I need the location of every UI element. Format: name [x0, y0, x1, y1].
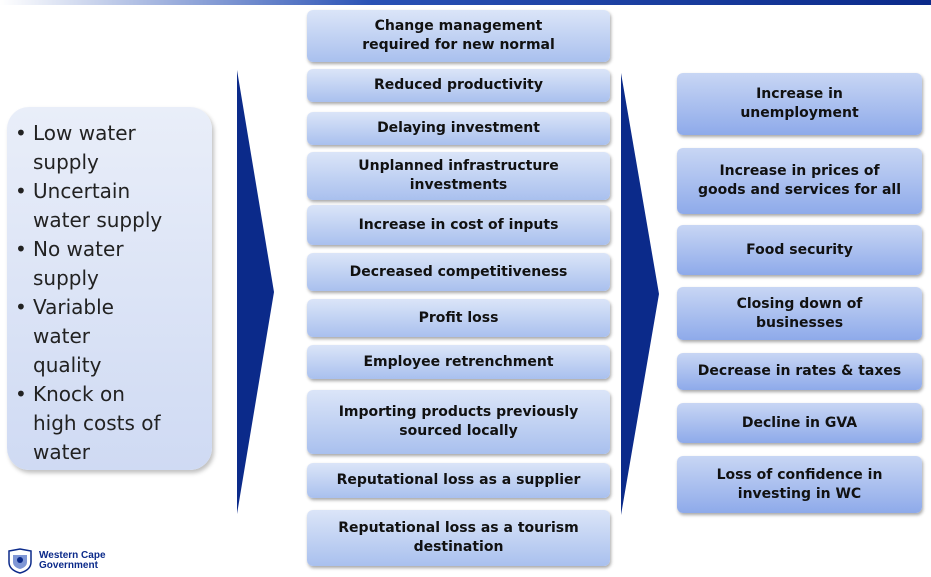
impact-box-label: Increase in cost of inputs — [359, 216, 559, 235]
consequence-box-label: Decline in GVA — [742, 414, 857, 433]
consequence-box: Closing down of businesses — [677, 287, 922, 340]
consequence-box: Food security — [677, 225, 922, 275]
impact-box-label-line: Profit loss — [418, 309, 499, 326]
impact-box-label: Change management required for new normal — [362, 17, 555, 55]
impact-box: Decreased competitiveness — [307, 253, 610, 291]
bullet-icon: • — [15, 237, 27, 261]
impact-box-label: Profit loss — [419, 309, 499, 328]
consequence-box-label-line: Decrease in rates & taxes — [697, 363, 902, 379]
impact-box-label: Importing products previously sourced loc… — [339, 403, 579, 441]
arrow-right-chevron-icon — [621, 73, 659, 515]
impact-box: Reputational loss as a tourism destinatio… — [307, 510, 610, 566]
cause-text-line: Knock on — [33, 382, 125, 406]
impact-box-label-line: Change management — [374, 18, 543, 34]
header-accent-bar — [0, 0, 931, 5]
consequence-box: Decline in GVA — [677, 403, 922, 443]
western-cape-logo: Western Cape Government — [5, 548, 106, 574]
consequence-box: Increase in unemployment — [677, 73, 922, 135]
impact-box-label-line: Unplanned infrastructure — [358, 158, 559, 174]
cause-text-line: supply — [33, 266, 99, 290]
bullet-icon: • — [15, 179, 27, 203]
impact-box: Profit loss — [307, 299, 610, 337]
consequence-box-label-line: investing in WC — [737, 485, 862, 502]
impact-box: Importing products previously sourced loc… — [307, 390, 610, 454]
consequence-box-label: Loss of confidence in investing in WC — [717, 466, 883, 504]
impact-box: Unplanned infrastructure investments — [307, 152, 610, 200]
consequence-box-label-line: Food security — [746, 241, 853, 258]
impact-box-label-line: destination — [413, 539, 504, 555]
cause-text-line: water supply — [33, 208, 163, 232]
consequence-box: Increase in prices of goods and services … — [677, 148, 922, 214]
impact-box-label-line: Reputational loss as a tourism — [338, 520, 579, 536]
consequence-box-label-line: Loss of confidence in — [716, 466, 883, 483]
impact-box: Increase in cost of inputs — [307, 205, 610, 245]
impact-box-label-line: investments — [409, 177, 508, 193]
cause-text-line: Low water — [33, 121, 136, 145]
impact-box-label: Decreased competitiveness — [350, 263, 568, 282]
cause-text-line: No water — [33, 237, 124, 261]
impact-box-label: Reduced productivity — [374, 76, 543, 95]
impact-box-label-line: Decreased competitiveness — [349, 263, 568, 280]
logo-line-1: Western Cape — [39, 550, 106, 561]
consequence-box-label-line: goods and services for all — [698, 182, 901, 198]
bullet-icon: • — [15, 295, 27, 319]
impact-box: Change management required for new normal — [307, 10, 610, 62]
cause-item: •Uncertain water supply — [15, 177, 212, 235]
logo-line-2: Government — [39, 560, 98, 571]
crest-icon — [8, 548, 32, 574]
impact-box-label-line: Increase in cost of inputs — [358, 216, 559, 233]
impact-box-label: Unplanned infrastructure investments — [358, 157, 558, 195]
cause-text-line: high costs of — [33, 411, 161, 435]
consequence-box-label: Increase in unemployment — [740, 85, 858, 123]
cause-text-line: water — [33, 440, 90, 464]
consequence-box-label: Food security — [746, 241, 853, 260]
impact-box-label-line: required for new normal — [362, 37, 555, 53]
consequence-box-label-line: Closing down of — [736, 295, 863, 312]
bullet-icon: • — [15, 121, 27, 145]
impact-box: Reduced productivity — [307, 69, 610, 102]
consequence-box-label-line: businesses — [755, 314, 844, 331]
impact-box-label: Employee retrenchment — [363, 353, 553, 372]
consequence-box: Loss of confidence in investing in WC — [677, 456, 922, 513]
impact-box-label-line: Employee retrenchment — [363, 353, 554, 370]
cause-item: •Low water supply — [15, 119, 212, 177]
consequence-box-label-line: unemployment — [740, 105, 859, 121]
impact-box: Reputational loss as a supplier — [307, 463, 610, 498]
bullet-icon: • — [15, 382, 27, 406]
impact-box-label-line: sourced locally — [399, 423, 518, 439]
consequence-box-label: Increase in prices of goods and services … — [698, 162, 901, 200]
consequence-box-label-line: Increase in prices of — [719, 163, 880, 179]
impact-box-label: Reputational loss as a supplier — [337, 471, 581, 490]
impact-box-label-line: Reputational loss as a supplier — [336, 472, 581, 488]
consequence-box-label-line: Decline in GVA — [741, 414, 858, 431]
cause-text-line: water — [33, 324, 90, 348]
cause-text-line: supply — [33, 150, 99, 174]
impact-box-label: Reputational loss as a tourism destinatio… — [338, 519, 578, 557]
impact-box-label-line: Delaying investment — [377, 120, 540, 136]
consequence-box-label: Decrease in rates & taxes — [698, 362, 901, 381]
impact-box-label: Delaying investment — [377, 119, 540, 138]
cause-item: •Knock on high costs of water — [15, 380, 212, 467]
cause-text-line: quality — [33, 353, 102, 377]
cause-text-line: Variable — [33, 295, 114, 319]
impact-box: Employee retrenchment — [307, 345, 610, 379]
cause-item: •Variable water quality — [15, 293, 212, 380]
consequence-box: Decrease in rates & taxes — [677, 353, 922, 390]
impact-box-label-line: Reduced productivity — [373, 77, 544, 93]
consequence-box-label: Closing down of businesses — [737, 295, 863, 333]
impact-box: Delaying investment — [307, 112, 610, 145]
arrow-left-chevron-icon — [237, 70, 274, 514]
cause-item: •No water supply — [15, 235, 212, 293]
consequence-box-label-line: Increase in — [756, 86, 843, 102]
impact-box-label-line: Importing products previously — [338, 404, 579, 420]
cause-text-line: Uncertain — [33, 179, 131, 203]
